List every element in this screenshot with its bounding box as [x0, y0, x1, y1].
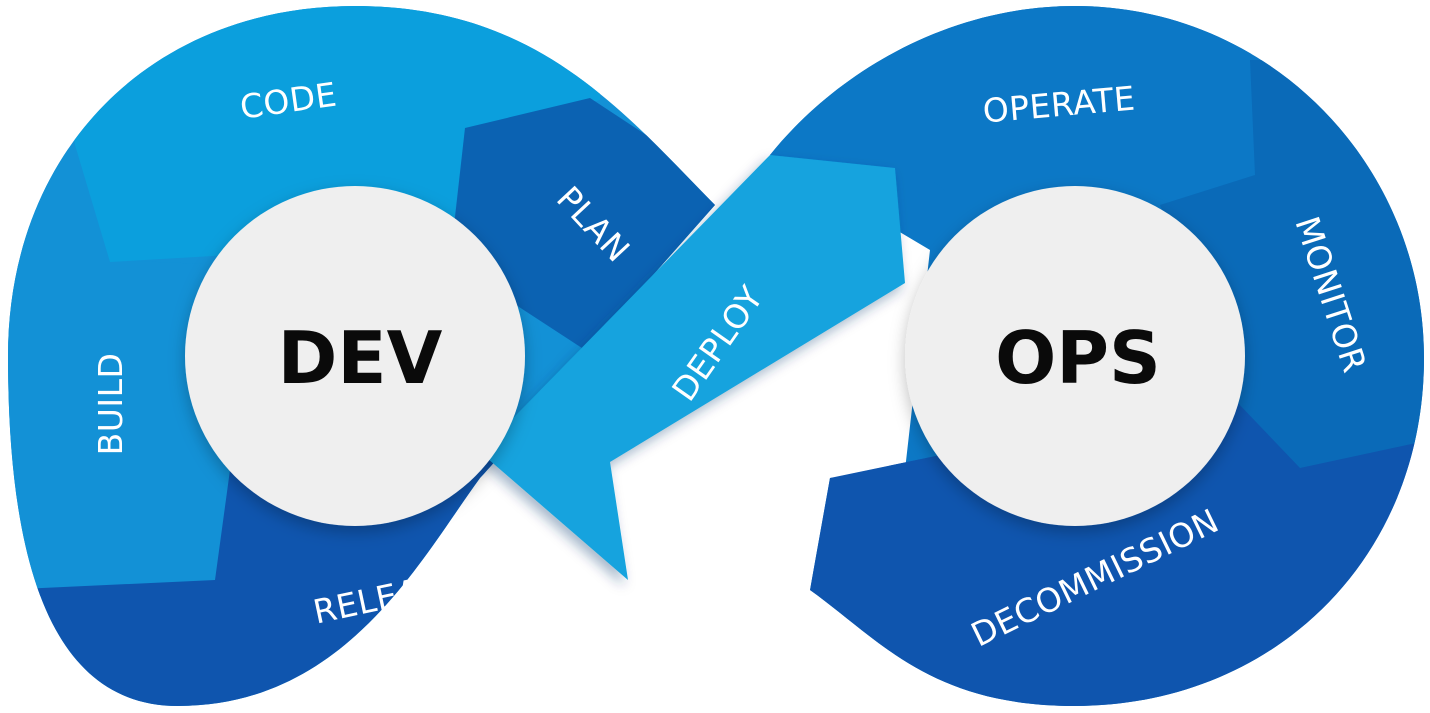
deploy-segment[interactable]	[480, 155, 905, 580]
ops-hub-circle[interactable]	[905, 186, 1245, 526]
ops-hub-label: OPS	[995, 316, 1161, 400]
dev-hub-label: DEV	[278, 316, 443, 400]
code-segment[interactable]	[60, 0, 600, 262]
decommission-segment[interactable]	[780, 400, 1430, 713]
dev-hub-circle[interactable]	[185, 186, 525, 526]
build-segment[interactable]	[0, 145, 230, 600]
build-label: BUILD	[91, 353, 130, 456]
